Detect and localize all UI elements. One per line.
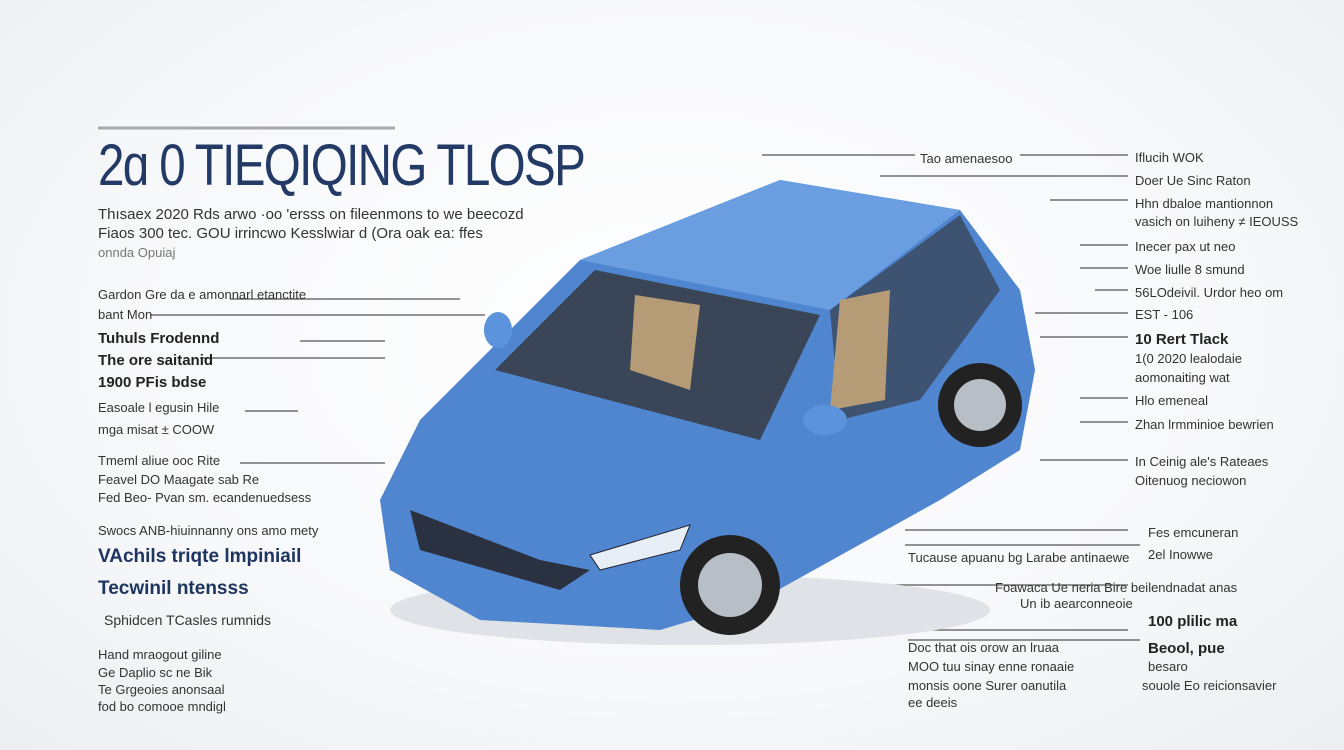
- right-label: besaro: [1148, 659, 1188, 674]
- right-label: aomonaiting wat: [1135, 370, 1230, 385]
- mid-label: ee deeis: [908, 695, 958, 710]
- right-label: 100 plilic ma: [1148, 613, 1238, 630]
- left-label: Tuhuls Frodennd: [98, 330, 220, 347]
- left-label: Te Grgeoies anonsaal: [98, 682, 225, 697]
- left-label: fod bo comooe mndigl: [98, 699, 226, 714]
- mid-label: Un ib aearconneoie: [1020, 596, 1133, 611]
- front-rim: [698, 553, 762, 617]
- right-label: 1(0 2020 lealodaie: [1135, 351, 1242, 366]
- right-label: Fes emcuneran: [1148, 525, 1239, 540]
- left-label: bant Mon: [98, 307, 153, 322]
- right-label: Oitenuog neciowon: [1135, 473, 1247, 488]
- left-label: Easoale l egusin Hile: [98, 400, 220, 415]
- left-label: Gardon Gre da e amonnarl etanctite: [98, 287, 307, 302]
- right-label: Hhn dbaloe mantionnon: [1135, 196, 1274, 211]
- right-label: 2el Inowwe: [1148, 547, 1214, 562]
- intro-text: Thısaex 2020 Rds arwo ·oo 'ersss on file…: [98, 205, 524, 262]
- front-grille: [410, 510, 590, 590]
- mid-label: Foawaca Ue neria Bire beilendnadat anas: [995, 580, 1238, 595]
- intro-line: Thısaex 2020 Rds arwo ·oo 'ersss on file…: [98, 206, 524, 223]
- right-label: Hlo emeneal: [1135, 393, 1208, 408]
- rear-rim: [954, 379, 1006, 431]
- left-label: Swocs ANB-hiuinnanny ons amo mety: [98, 523, 319, 538]
- left-mirror: [484, 312, 512, 348]
- left-label: mga misat ± COOW: [98, 422, 215, 437]
- right-label: Iflucih WOK: [1135, 150, 1204, 165]
- mid-label: Tucause apuanu bg Larabe antinaewe: [908, 550, 1130, 565]
- right-label: 56LOdeivil. Urdor heo om: [1135, 285, 1284, 300]
- right-label: Beool, pue: [1148, 640, 1225, 657]
- right-label: Zhan lrmminioe bewrien: [1135, 417, 1274, 432]
- right-label: In Ceinig ale's Rateaes: [1135, 454, 1269, 469]
- right-label: 10 Rert Tlack: [1135, 331, 1229, 348]
- right-label: Inecer pax ut neo: [1135, 239, 1236, 254]
- mid-label: Doc that ois orow an lruaa: [908, 640, 1060, 655]
- right-label: souole Eo reicionsavier: [1142, 678, 1277, 693]
- mid-label: Tao amenaesoo: [920, 151, 1013, 166]
- rear-seat: [830, 290, 890, 410]
- right-label: Doer Ue Sinc Raton: [1135, 173, 1251, 188]
- left-label: Ge Daplio sc ne Bik: [98, 665, 213, 680]
- right-label: EST - 106: [1135, 307, 1194, 322]
- page-title: 2ɑ 0 TIEQIQING TLOSP: [98, 133, 586, 198]
- seat: [630, 295, 700, 390]
- left-label: Sphidcen TCasles rumnids: [104, 612, 272, 628]
- intro-line: Fiaos 300 tec. GOU irrincwo Kesslwiar d …: [98, 225, 483, 242]
- left-label: The ore saitanid: [98, 352, 214, 369]
- car-roof: [580, 180, 960, 310]
- left-label: Tmeml aliue ooc Rite: [98, 453, 221, 468]
- left-label: Hand mraogout giline: [98, 647, 222, 662]
- car-illustration: [380, 180, 1035, 645]
- side-mirror: [803, 405, 847, 435]
- left-label: 1900 PFis bdse: [98, 374, 207, 391]
- right-label: Woe liulle 8 smund: [1135, 262, 1245, 277]
- left-label: VAchils triqte lmpiniail: [98, 546, 302, 567]
- mid-label: monsis oone Surer oanutila: [908, 678, 1067, 693]
- headlight: [589, 524, 691, 571]
- intro-line: onnda Opuiaj: [98, 245, 176, 260]
- left-label: Fed Beo- Pvan sm. ecandenuedsess: [98, 490, 312, 505]
- mid-label: MOO tuu sinay enne ronaaie: [908, 659, 1075, 674]
- left-label: Tecwinil ntensss: [98, 578, 249, 599]
- left-label: Feavel DO Maagate sab Re: [98, 472, 260, 487]
- right-label: vasich on luiheny ≠ IEOUSS: [1135, 214, 1299, 229]
